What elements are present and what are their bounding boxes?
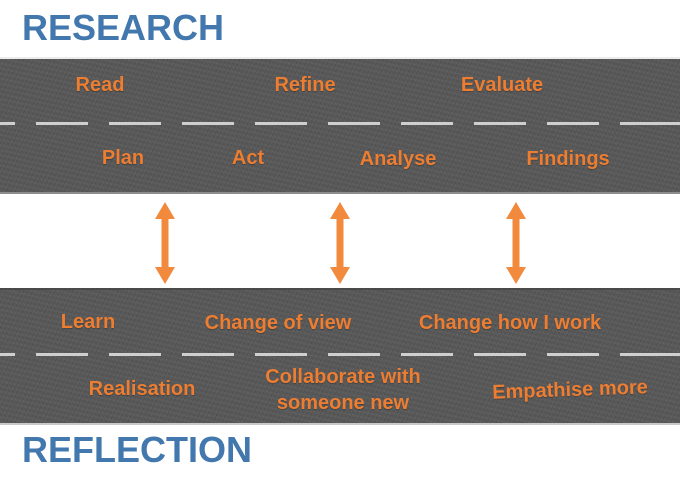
double-headed-arrow-icon: [506, 202, 526, 284]
road-label-act: Act: [231, 147, 265, 169]
research-title: RESEARCH: [22, 7, 225, 48]
road-label-learn: Learn: [60, 311, 116, 333]
road-label-plan: Plan: [101, 147, 145, 169]
road-label-collaborate-with-someone-new: Collaborate with someone new: [265, 366, 421, 414]
road-label-realisation: Realisation: [88, 378, 196, 400]
road-label-analyse: Analyse: [359, 148, 437, 170]
road-label-read: Read: [75, 74, 125, 96]
reflection-title: REFLECTION: [22, 429, 252, 470]
road-label-change-how-i-work: Change how I work: [418, 312, 602, 334]
road-label-empathise-more: Empathise more: [491, 376, 649, 404]
road-label-change-of-view: Change of view: [204, 312, 352, 334]
road-center-dash-line: [0, 122, 680, 125]
reflection-road: Learn Change of view Change how I work R…: [0, 288, 680, 425]
road-label-findings: Findings: [526, 148, 610, 170]
research-road: Read Refine Evaluate Plan Act Analyse Fi…: [0, 57, 680, 194]
double-headed-arrow-icon: [330, 202, 350, 284]
road-label-refine: Refine: [274, 74, 336, 96]
road-center-dash-line: [0, 353, 680, 356]
double-headed-arrow-icon: [155, 202, 175, 284]
road-label-evaluate: Evaluate: [460, 74, 544, 96]
